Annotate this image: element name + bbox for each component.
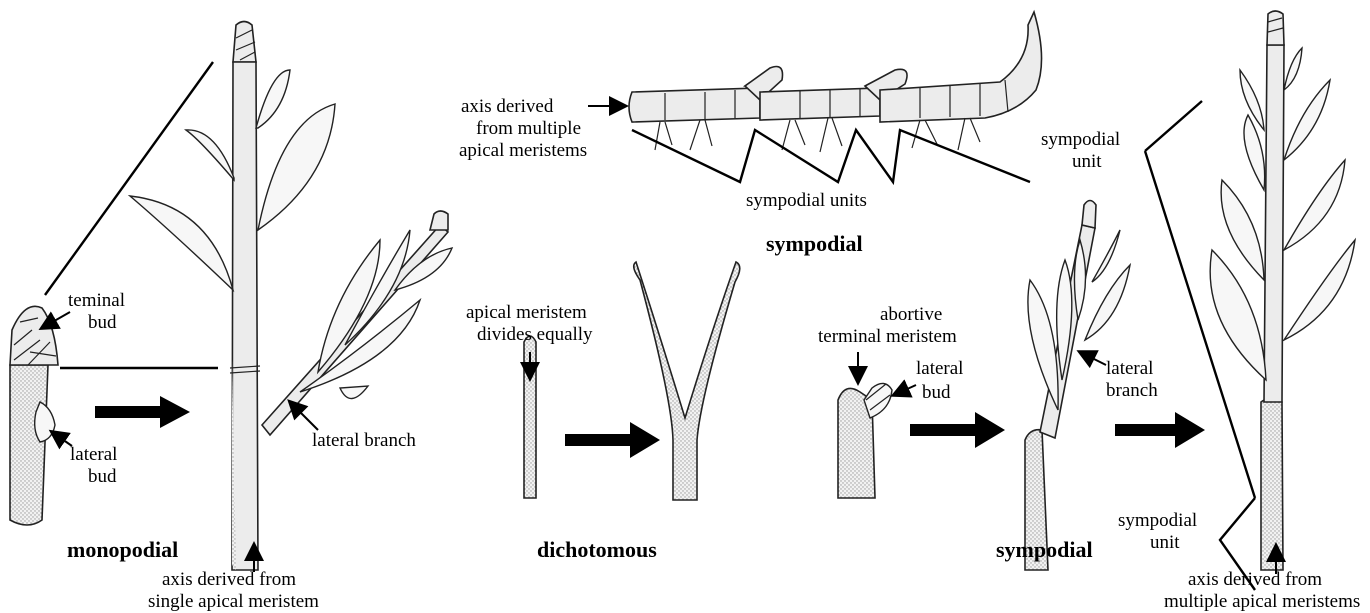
lateral-bud-label-line1: lateral: [70, 444, 117, 465]
sympodial-rhizome-group: axis derived from multiple apical merist…: [459, 12, 1042, 256]
monopodial-axis-caption-line1: axis derived from: [162, 569, 296, 590]
lateral-branch-label: lateral branch: [312, 430, 416, 451]
terminal-bud-label-line1: teminal: [68, 290, 125, 311]
rhizome-axis-label-line1: axis derived: [461, 96, 554, 117]
monopodial-arrow-icon: [95, 396, 190, 428]
monopodial-title: monopodial: [67, 537, 178, 562]
sympodial-unit-upper-label-line1: sympodial: [1041, 129, 1120, 150]
sympodial-lateral-bud-pointer: [894, 385, 916, 395]
lateral-branch-pointer: [290, 402, 318, 430]
sympodial-arrow-1-icon: [910, 412, 1005, 448]
dichotomous-arrow-icon: [565, 422, 660, 458]
abortive-label-line1: abortive: [880, 304, 942, 325]
lateral-bud-pointer: [52, 432, 72, 446]
sympodial-unit-upper-label-line2: unit: [1072, 151, 1102, 172]
dichotomous-meristem-label-line1: apical meristem: [466, 302, 587, 323]
lateral-bud-label-line2: bud: [88, 466, 117, 487]
dichotomous-group: apical meristem divides equally dichotom…: [466, 262, 740, 562]
sympodial-lateral-branch-label-line1: lateral: [1106, 358, 1153, 379]
sympodial-lateral-bud-label-line1: lateral: [916, 358, 963, 379]
monopodial-main-stem: [130, 22, 452, 571]
sympodial-lateral-branch-label-line2: branch: [1106, 380, 1158, 401]
rhizome-axis-label-line3: apical meristems: [459, 140, 587, 161]
terminal-bud-label-line2: bud: [88, 312, 117, 333]
dichotomous-meristem-label-line2: divides equally: [477, 324, 593, 345]
rhizome-axis-label-line2: from multiple: [476, 118, 581, 139]
dichotomous-fork-shape: [634, 262, 740, 500]
sympodial-bottom-title: sympodial: [996, 537, 1093, 562]
sympodial-unit-lower-label-line2: unit: [1150, 532, 1180, 553]
sympodial-arrow-2-icon: [1115, 412, 1205, 448]
abortive-label-line2: terminal meristem: [818, 326, 957, 347]
sympodial-lateral-bud-icon: [864, 383, 892, 418]
sympodial-tall-shoot: [1210, 11, 1355, 570]
monopodial-group: teminal bud lateral bud lateral branch m…: [10, 22, 452, 613]
dichotomous-title: dichotomous: [537, 537, 657, 562]
sympodial-shoot-tip: [838, 383, 892, 498]
sympodial-axis-caption-line1: axis derived from: [1188, 569, 1322, 590]
lateral-bud-icon: [35, 402, 55, 442]
monopodial-axis-caption-line2: single apical meristem: [148, 591, 319, 612]
sympodial-units-label: sympodial units: [746, 190, 867, 211]
sympodial-axis-caption-line2: multiple apical meristems: [1164, 591, 1360, 612]
sympodial-lateral-bud-label-line2: bud: [922, 382, 951, 403]
sympodial-units-zigzag: [632, 130, 1030, 182]
monopodial-shoot-tip: [10, 306, 58, 525]
projection-line-upper: [45, 62, 213, 295]
sympodial-top-title: sympodial: [766, 231, 863, 256]
sympodial-lateral-branch-pointer: [1080, 352, 1106, 365]
sympodial-unit-lower-label-line1: sympodial: [1118, 510, 1197, 531]
rhizome-shape: [629, 12, 1042, 152]
